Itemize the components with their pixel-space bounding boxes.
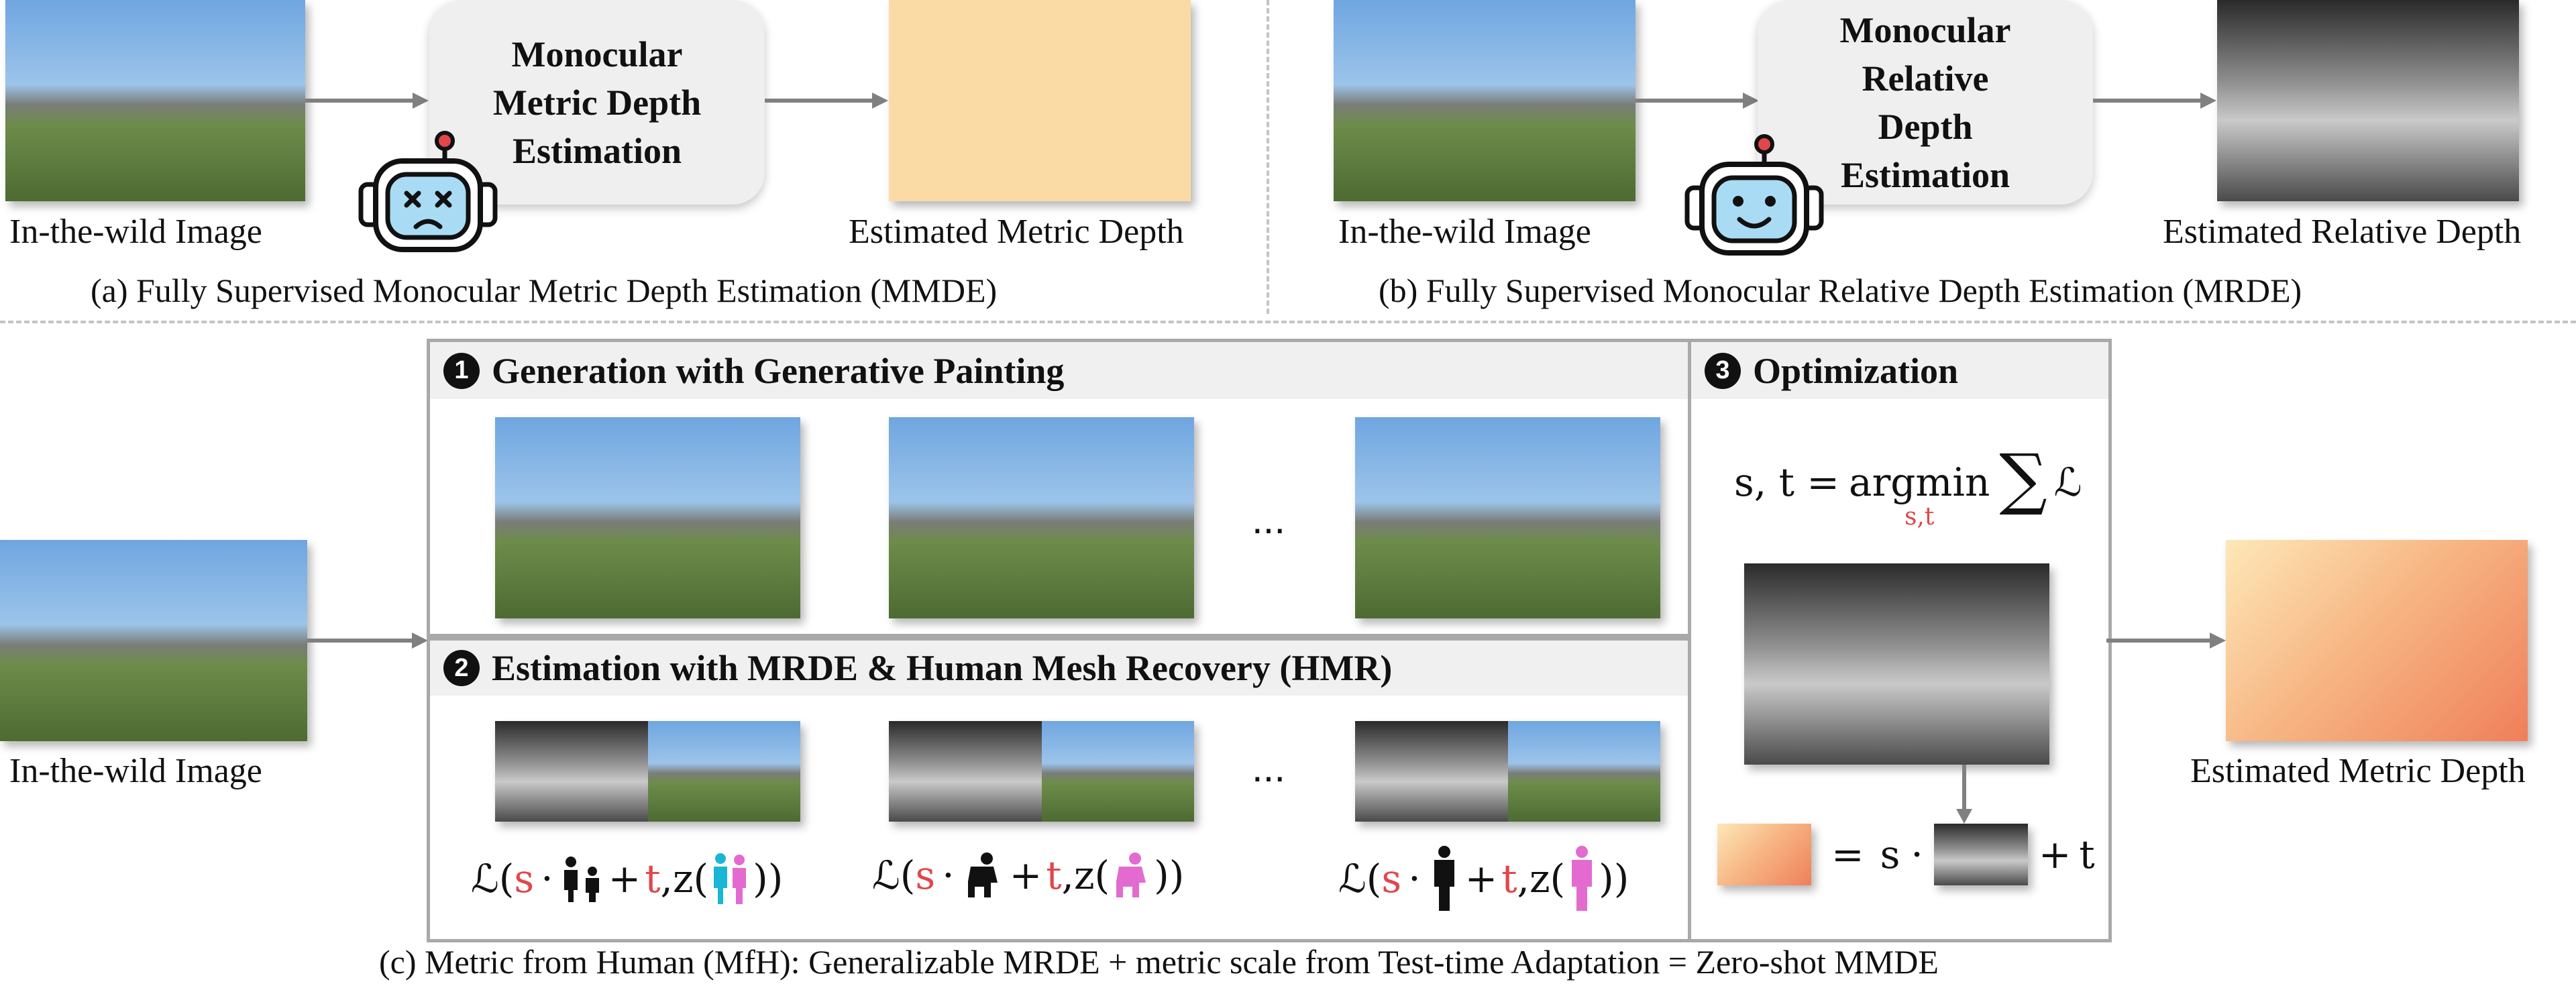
- arrow-c-in: [307, 632, 428, 649]
- loss-s: s: [1381, 856, 1402, 901]
- loss-symbol: ℒ: [1338, 856, 1366, 901]
- mrde-box: Monocular Relative Depth Estimation: [1758, 0, 2093, 205]
- loss-close: )): [1599, 856, 1629, 901]
- loss-plus: +: [1009, 852, 1042, 898]
- arrow-opt-down: [1956, 765, 1972, 824]
- bottom-input-caption: In-the-wild Image: [9, 752, 262, 790]
- top-left-output-caption: Estimated Metric Depth: [849, 213, 1184, 251]
- bottom-estimated-metric-depth: [2226, 540, 2528, 741]
- mrde-box-title: Monocular Relative Depth Estimation: [1839, 9, 2011, 195]
- loss-s: s: [514, 856, 535, 901]
- final-equation: = s · + t: [1717, 824, 2095, 885]
- arrow-b-in: [1635, 93, 1759, 109]
- arrow-c-out: [2106, 632, 2226, 649]
- loss-close: )): [753, 856, 784, 901]
- step-1-title: Generation with Generative Painting: [492, 350, 1065, 391]
- loss-dot: ·: [1408, 856, 1421, 901]
- arrow-a-out: [765, 93, 888, 109]
- arrow-a-in: [305, 93, 429, 109]
- loss-dot: ·: [541, 856, 553, 901]
- top-left-input-caption: In-the-wild Image: [9, 213, 262, 251]
- loss-formula-2: ℒ(s· +t,z( )): [872, 852, 1184, 899]
- argmin-op-group: argmin s,t: [1849, 459, 1990, 529]
- sad-robot-icon: [358, 131, 498, 252]
- estimate-pair-3: [1355, 721, 1660, 822]
- loss-z: z(: [672, 856, 709, 901]
- silhouette-crouch-icon: [967, 852, 998, 897]
- final-metric-thumb: [1717, 824, 1811, 885]
- loss-z: z(: [1529, 856, 1566, 901]
- top-left-input-image: [5, 0, 305, 201]
- argmin-sub: s,t: [1904, 503, 1935, 531]
- top-right-input-caption: In-the-wild Image: [1338, 213, 1591, 251]
- happy-robot-icon: [1684, 134, 1824, 256]
- step-2-ellipsis: ...: [1252, 745, 1286, 790]
- mmde-box-title: Monocular Metric Depth Estimation: [492, 34, 702, 171]
- estimated-metric-depth-flat: [889, 0, 1191, 201]
- loss-comma: ,: [1061, 852, 1074, 898]
- caption-a: (a) Fully Supervised Monocular Metric De…: [91, 272, 998, 309]
- loss-formula-3: ℒ(s· +t,z( )): [1338, 845, 1629, 912]
- final-s: s: [1880, 832, 1900, 877]
- loss-open: (: [498, 856, 515, 901]
- loss-comma: ,: [1517, 856, 1529, 901]
- panel-generation-header: 1 Generation with Generative Painting: [430, 342, 1688, 399]
- mmde-box: Monocular Metric Depth Estimation: [429, 0, 765, 205]
- arrow-b-out: [2093, 93, 2216, 109]
- silhouette-couple-icon: [564, 857, 599, 902]
- estimated-relative-depth-image: [2217, 0, 2519, 201]
- final-relative-thumb: [1933, 824, 2028, 885]
- step-3-badge: 3: [1705, 352, 1741, 389]
- argmin-sum: ∑: [1999, 439, 2047, 518]
- mesh-couple-icon: [714, 853, 747, 904]
- final-t: t: [2079, 832, 2095, 877]
- top-right-input-image: [1334, 0, 1635, 201]
- step-2-title: Estimation with MRDE & Human Mesh Recove…: [492, 648, 1393, 688]
- loss-t: t: [1046, 852, 1062, 898]
- final-dot: ·: [1911, 832, 1923, 877]
- silhouette-standing-icon: [1434, 846, 1454, 911]
- top-divider: [1267, 0, 1269, 314]
- loss-t: t: [645, 856, 661, 901]
- section-divider: [0, 321, 2576, 323]
- loss-formula-1: ℒ(s· +t,z( )): [471, 852, 783, 905]
- bottom-output-caption: Estimated Metric Depth: [2190, 752, 2526, 790]
- loss-z: z(: [1073, 852, 1110, 898]
- mesh-crouch-icon: [1116, 852, 1146, 897]
- final-plus: +: [2038, 832, 2072, 877]
- argmin-L: ℒ: [2053, 459, 2082, 505]
- panel-estimation-header: 2 Estimation with MRDE & Human Mesh Reco…: [430, 641, 1688, 696]
- top-right-output-caption: Estimated Relative Depth: [2163, 213, 2522, 251]
- bottom-input-image: [0, 540, 307, 741]
- caption-b: (b) Fully Supervised Monocular Relative …: [1379, 272, 2302, 309]
- loss-dot: ·: [942, 852, 955, 898]
- step-3-title: Optimization: [1753, 350, 1958, 391]
- final-eq: =: [1831, 832, 1864, 877]
- argmin-equation: s, t = argmin s,t ∑ ℒ: [1734, 439, 2082, 529]
- loss-symbol: ℒ: [872, 852, 900, 898]
- optimization-relative-depth: [1744, 563, 2049, 765]
- argmin-op: argmin: [1848, 459, 1990, 505]
- loss-symbol: ℒ: [471, 856, 499, 901]
- mesh-standing-icon: [1572, 846, 1593, 911]
- painted-image-2: [889, 417, 1194, 618]
- step-1-ellipsis: ...: [1252, 497, 1286, 542]
- caption-c: (c) Metric from Human (MfH): Generalizab…: [379, 943, 1939, 981]
- loss-open: (: [1366, 856, 1382, 901]
- loss-open: (: [900, 852, 916, 898]
- loss-comma: ,: [660, 856, 673, 901]
- step-2-badge: 2: [443, 650, 480, 686]
- estimate-pair-1: [495, 721, 800, 822]
- loss-plus: +: [608, 856, 641, 901]
- loss-s: s: [915, 852, 936, 898]
- painted-image-3: [1355, 417, 1660, 618]
- panel-optimization-header: 3 Optimization: [1691, 342, 2108, 399]
- painted-image-1: [495, 417, 800, 618]
- loss-t: t: [1501, 856, 1517, 901]
- estimate-pair-2: [889, 721, 1194, 822]
- step-1-badge: 1: [443, 352, 480, 389]
- loss-close: )): [1154, 852, 1185, 898]
- argmin-lhs: s, t =: [1734, 459, 1839, 505]
- loss-plus: +: [1464, 856, 1498, 901]
